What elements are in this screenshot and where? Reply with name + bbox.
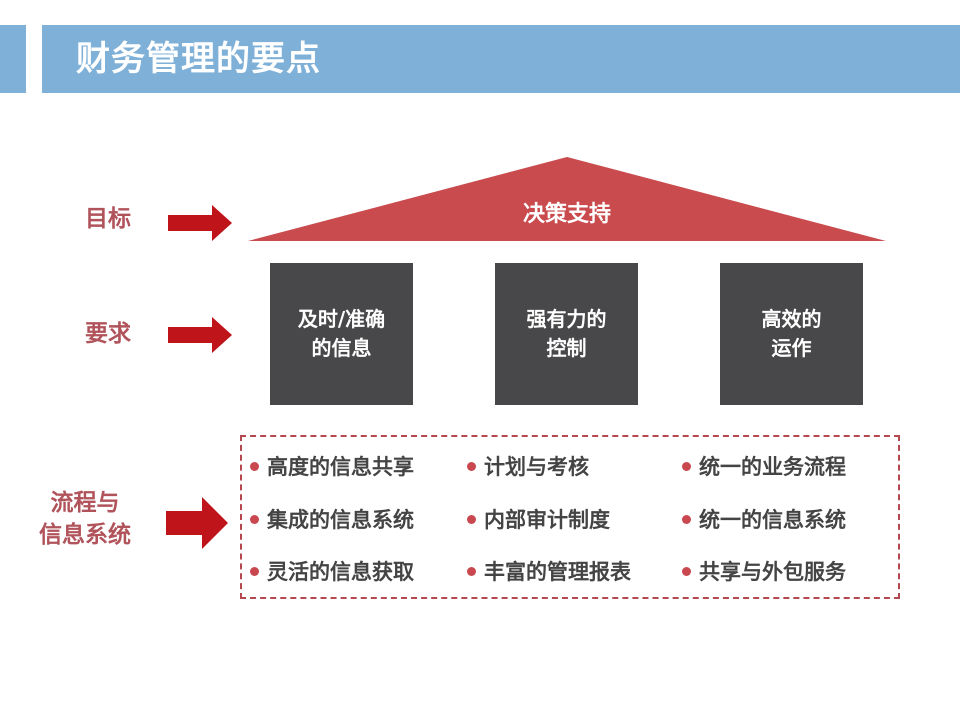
pillar-info: 及时/准确 的信息 [270,263,413,405]
list-item: 灵活的信息获取 [250,557,414,587]
roof-label: 决策支持 [522,202,611,227]
bullet-icon [250,514,259,524]
pillar-operation-line2: 运作 [771,336,812,360]
list-item: 集成的信息系统 [250,505,414,535]
bullet-icon [682,461,691,471]
bullet-icon [250,461,259,471]
list-item: 内部审计制度 [467,505,610,535]
list-item: 计划与考核 [467,452,589,482]
pillar-operation: 高效的 运作 [720,263,863,405]
arrow-right-icon [168,205,232,241]
bullet-icon [682,514,691,524]
list-item: 统一的业务流程 [682,452,846,482]
pillar-info-line1: 及时/准确 [297,307,386,331]
roof-triangle [248,157,886,241]
bullet-icon [682,566,691,576]
row-label-goal: 目标 [85,206,131,232]
pillar-control-line1: 强有力的 [526,307,607,331]
title-bar-accent [0,25,26,93]
title-bar [42,25,960,93]
bullet-icon [250,566,259,576]
arrow-right-icon [166,497,228,549]
pillar-info-line2: 的信息 [311,336,372,360]
page-title: 财务管理的要点 [76,39,321,79]
row-label-requirement: 要求 [85,321,131,347]
bullet-icon [467,566,476,576]
row-label-process-line1: 流程与 [50,490,120,516]
pillar-operation-line1: 高效的 [761,307,822,331]
bullet-icon [467,514,476,524]
row-label-process: 流程与 信息系统 [20,487,150,551]
pillar-control: 强有力的 控制 [495,263,638,405]
pillar-control-line2: 控制 [546,336,587,360]
list-item: 丰富的管理报表 [467,557,631,587]
process-system-box [240,435,900,599]
bullet-icon [467,461,476,471]
list-item: 统一的信息系统 [682,505,846,535]
arrow-right-icon [168,317,232,353]
list-item: 共享与外包服务 [682,557,846,587]
row-label-process-line2: 信息系统 [39,522,131,548]
list-item: 高度的信息共享 [250,452,414,482]
